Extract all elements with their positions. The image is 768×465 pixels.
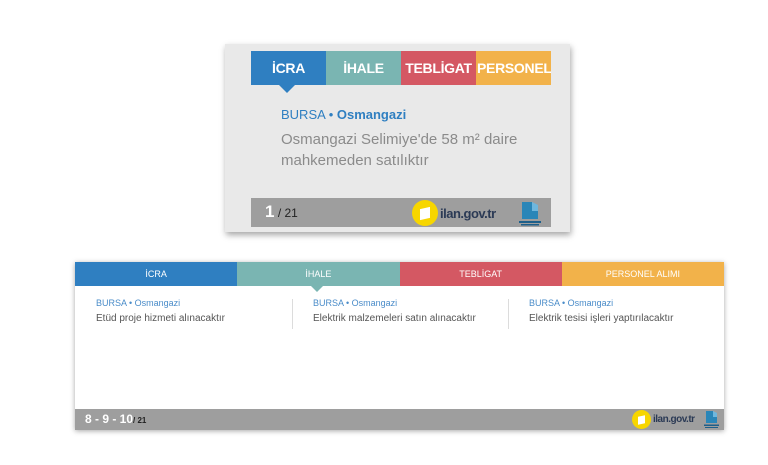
item-location: BURSA • Osmangazi: [529, 298, 614, 308]
tab-personel-alimi[interactable]: PERSONEL ALIMI: [561, 262, 724, 286]
tab-tebligat[interactable]: TEBLİGAT: [399, 262, 562, 286]
item-title: Elektrik malzemeleri satın alınacaktır: [313, 313, 476, 324]
item-location: BURSA • Osmangazi: [313, 298, 398, 308]
wide-ad-widget: İCRA İHALE TEBLİGAT PERSONEL ALIMI BURSA…: [75, 262, 724, 430]
ilan-gov-logo[interactable]: ilan.gov.tr: [632, 410, 695, 429]
page-current: 8 - 9 - 10: [85, 412, 134, 426]
tab-icra[interactable]: İCRA: [75, 262, 238, 286]
pagination: 8 - 9 - 10/ 21: [85, 412, 146, 426]
tab-personel[interactable]: PERSONEL A: [476, 51, 551, 85]
wide-widget-tabs: İCRA İHALE TEBLİGAT PERSONEL ALIMI: [75, 262, 724, 286]
ad-title[interactable]: Osmangazi Selimiye'de 58 m² daire mahkem…: [281, 131, 518, 169]
tab-ihale[interactable]: İHALE: [237, 262, 400, 286]
ilan-logo-text: ilan.gov.tr: [440, 205, 496, 221]
page-total: / 21: [277, 206, 298, 220]
ilan-logo-icon: [632, 410, 651, 429]
basin-ilan-kurumu-logo: [704, 411, 719, 428]
pagination: 1 / 21: [265, 202, 298, 222]
item-location: BURSA • Osmangazi: [96, 298, 181, 308]
list-item[interactable]: BURSA • Osmangazi Elektrik tesisi işleri…: [508, 298, 724, 329]
tab-icra[interactable]: İCRA: [251, 51, 326, 85]
ilan-logo-text: ilan.gov.tr: [653, 414, 695, 425]
small-ad-widget: İCRA İHALE TEBLİGAT PERSONEL A BURSA • O…: [225, 44, 570, 232]
item-title: Elektrik tesisi işleri yaptırılacaktır: [529, 313, 674, 324]
ilan-logo-icon: [412, 200, 438, 226]
ad-district: Osmangazi: [336, 107, 407, 122]
tab-tebligat[interactable]: TEBLİGAT: [401, 51, 476, 85]
item-title: Etüd proje hizmeti alınacaktır: [96, 313, 225, 324]
small-widget-tabs: İCRA İHALE TEBLİGAT PERSONEL A: [251, 51, 551, 85]
small-widget-footer: 1 / 21 ilan.gov.tr: [251, 198, 551, 227]
location-separator: •: [325, 107, 337, 122]
page-current: 1: [265, 202, 275, 221]
tab-ihale[interactable]: İHALE: [326, 51, 401, 85]
active-tab-caret: [311, 286, 323, 292]
list-item[interactable]: BURSA • Osmangazi Elektrik malzemeleri s…: [292, 298, 508, 329]
ad-city: BURSA: [281, 107, 326, 122]
ilan-gov-logo[interactable]: ilan.gov.tr: [412, 200, 496, 226]
active-tab-caret: [279, 85, 295, 93]
page-total: / 21: [133, 416, 147, 425]
list-item[interactable]: BURSA • Osmangazi Etüd proje hizmeti alı…: [76, 298, 292, 329]
wide-widget-footer: 8 - 9 - 10/ 21 ilan.gov.tr: [75, 409, 724, 430]
basin-ilan-kurumu-logo: [519, 202, 541, 226]
ad-location: BURSA • Osmangazi: [281, 107, 406, 122]
